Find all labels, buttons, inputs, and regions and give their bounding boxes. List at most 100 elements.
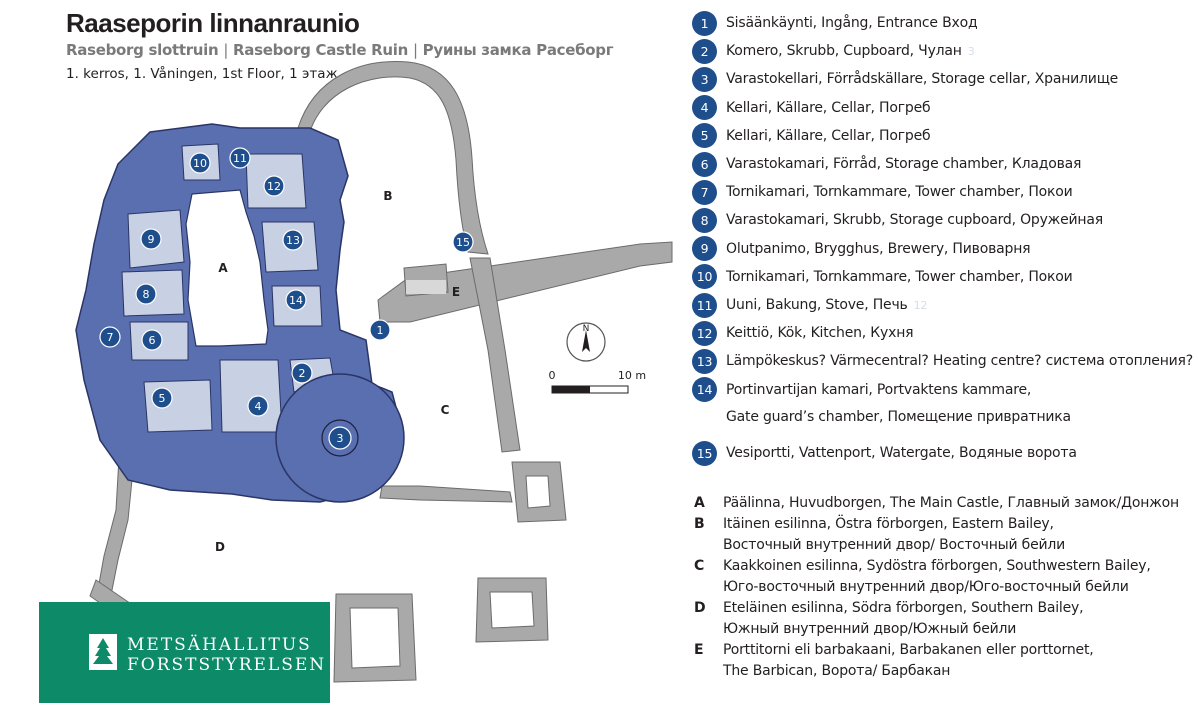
svg-text:7: 7 [107,331,114,344]
legend-number-badge: 9 [692,236,717,262]
map-subtitle: Raseborg slottruin | Raseborg Castle Rui… [66,41,614,59]
scale-start-label: 0 [549,369,556,382]
legend-number-badge: 13 [692,348,717,374]
legend-number-badge: 11 [692,292,717,318]
compass-north-label: N [583,324,590,334]
svg-text:6: 6 [149,334,156,347]
legend-label: Sisäänkäynti, Ingång, Entrance Вход [726,15,978,31]
south-small-block [475,577,549,643]
room-5-floor [143,379,213,433]
c-bailey-wall [379,485,513,503]
subtitle-separator: | [412,41,418,59]
legend-label: Varastokellari, Förrådskällare, Storage … [726,71,1119,88]
legend-number-badge: 8 [692,207,717,233]
south-tower-block [333,593,417,683]
room-marker-12: 12 [263,175,285,197]
room-4-floor [219,359,283,433]
zone-letter: A [694,495,705,511]
zone-description: Eteläinen esilinna, Södra förborgen, Sou… [723,600,1084,616]
metsahallitus-logo: METSÄHALLITUS FORSTSTYRELSEN [39,602,330,703]
legend-item-2: 2 Komero, Skrubb, Cupboard, Чулан 3 [692,38,975,64]
zone-label-e: E [452,285,460,299]
room-marker-14: 14 [285,289,307,311]
zone-letter: E [694,642,704,658]
room-marker-3: 3 [328,426,352,450]
legend-item-10: 10 Tornikamari, Tornkammare, Tower chambe… [692,264,1073,290]
subtitle-separator: | [223,41,229,59]
svg-text:10: 10 [193,157,207,170]
zone-description: Kaakkoinen esilinna, Sydöstra förborgen,… [723,558,1151,574]
legend-number-badge: 7 [692,179,717,205]
legend-label: Kellari, Källare, Cellar, Погреб [726,99,931,116]
barbican-floor [406,280,446,294]
zone-label-c: C [441,403,450,417]
main-castle [75,123,405,503]
forest-logo-icon [89,634,117,670]
legend-number-badge: 5 [692,123,717,149]
zone-label-a: A [218,261,228,275]
zone-description: Porttitorni eli barbakaani, Barbakanen e… [723,642,1094,658]
room-marker-8: 8 [135,283,157,305]
scale-end-label: 10 m [618,369,646,382]
legend-item-5: 5 Kellari, Källare, Cellar, Погреб [692,123,931,149]
svg-text:8: 8 [143,288,150,301]
svg-text:11: 11 [233,152,247,165]
legend-number-badge: 4 [692,95,717,121]
legend-label: Lämpökeskus? Värmecentral? Heating centr… [726,353,1193,370]
courtyard-a [185,189,269,347]
zone-description-cont: Восточный внутренний двор/ Восточный бей… [723,537,1066,553]
zone-letter: D [694,600,706,616]
legend-number-badge: 14 [692,377,717,403]
logo-wordmark: METSÄHALLITUS FORSTSTYRELSEN [127,635,326,675]
southeast-wall [469,257,521,453]
legend-number-badge: 10 [692,264,717,290]
subtitle-russian: Руины замка Расеборг [422,41,614,59]
room-marker-13: 13 [282,229,304,251]
legend-label: Portinvartijan kamari, Portvaktens kamma… [726,381,1032,398]
compass-rose: N [566,322,606,362]
logo-line-1: METSÄHALLITUS [127,635,312,655]
svg-text:1: 1 [377,324,384,337]
svg-text:14: 14 [289,294,303,307]
room-marker-2: 2 [291,362,313,384]
legend-label: Uuni, Bakung, Stove, Печь [726,297,908,313]
room-marker-5: 5 [151,387,173,409]
legend-label: Tornikamari, Tornkammare, Tower chamber,… [726,184,1073,201]
legend-label: Komero, Skrubb, Cupboard, Чулан [726,43,962,60]
legend-label: Kellari, Källare, Cellar, Погреб [726,127,931,144]
legend-item-14-continuation: Gate guard’s chamber, Помещение привратн… [726,408,1071,425]
legend-number-badge: 15 [692,440,717,466]
room-marker-9: 9 [140,228,162,250]
zone-description-cont: Юго-восточный внутренний двор/Юго-восточ… [723,579,1129,595]
room-marker-4: 4 [247,395,269,417]
legend-number-badge: 3 [692,66,717,92]
logo-line-2: FORSTSTYRELSEN [127,655,327,675]
legend-ghost-number: 3 [967,44,975,58]
legend-number-badge: 12 [692,320,717,346]
legend-number-badge: 6 [692,151,717,177]
svg-text:12: 12 [267,180,281,193]
svg-text:9: 9 [148,233,155,246]
legend-label: Tornikamari, Tornkammare, Tower chamber,… [726,268,1073,285]
svg-text:2: 2 [299,367,306,380]
legend-number-badge: 2 [692,38,717,64]
legend-item-13: 13 Lämpökeskus? Värmecentral? Heating cen… [692,348,1193,374]
legend-item-3: 3 Varastokellari, Förrådskällare, Storage… [692,66,1118,92]
map-title: Raaseporin linnanraunio [66,8,360,38]
legend-item-4: 4 Kellari, Källare, Cellar, Погреб [692,95,931,121]
room-marker-10: 10 [189,152,211,174]
zone-label-b: B [383,189,392,203]
svg-text:3: 3 [337,432,344,445]
subtitle-swedish: Raseborg slottruin [66,41,219,59]
legend-ghost-number: 12 [913,298,928,312]
svg-text:4: 4 [255,400,262,413]
subtitle-english: Raseborg Castle Ruin [233,41,409,59]
zone-description-cont: The Barbican, Ворота/ Барбакан [723,663,951,679]
room-3-pit [321,419,359,457]
